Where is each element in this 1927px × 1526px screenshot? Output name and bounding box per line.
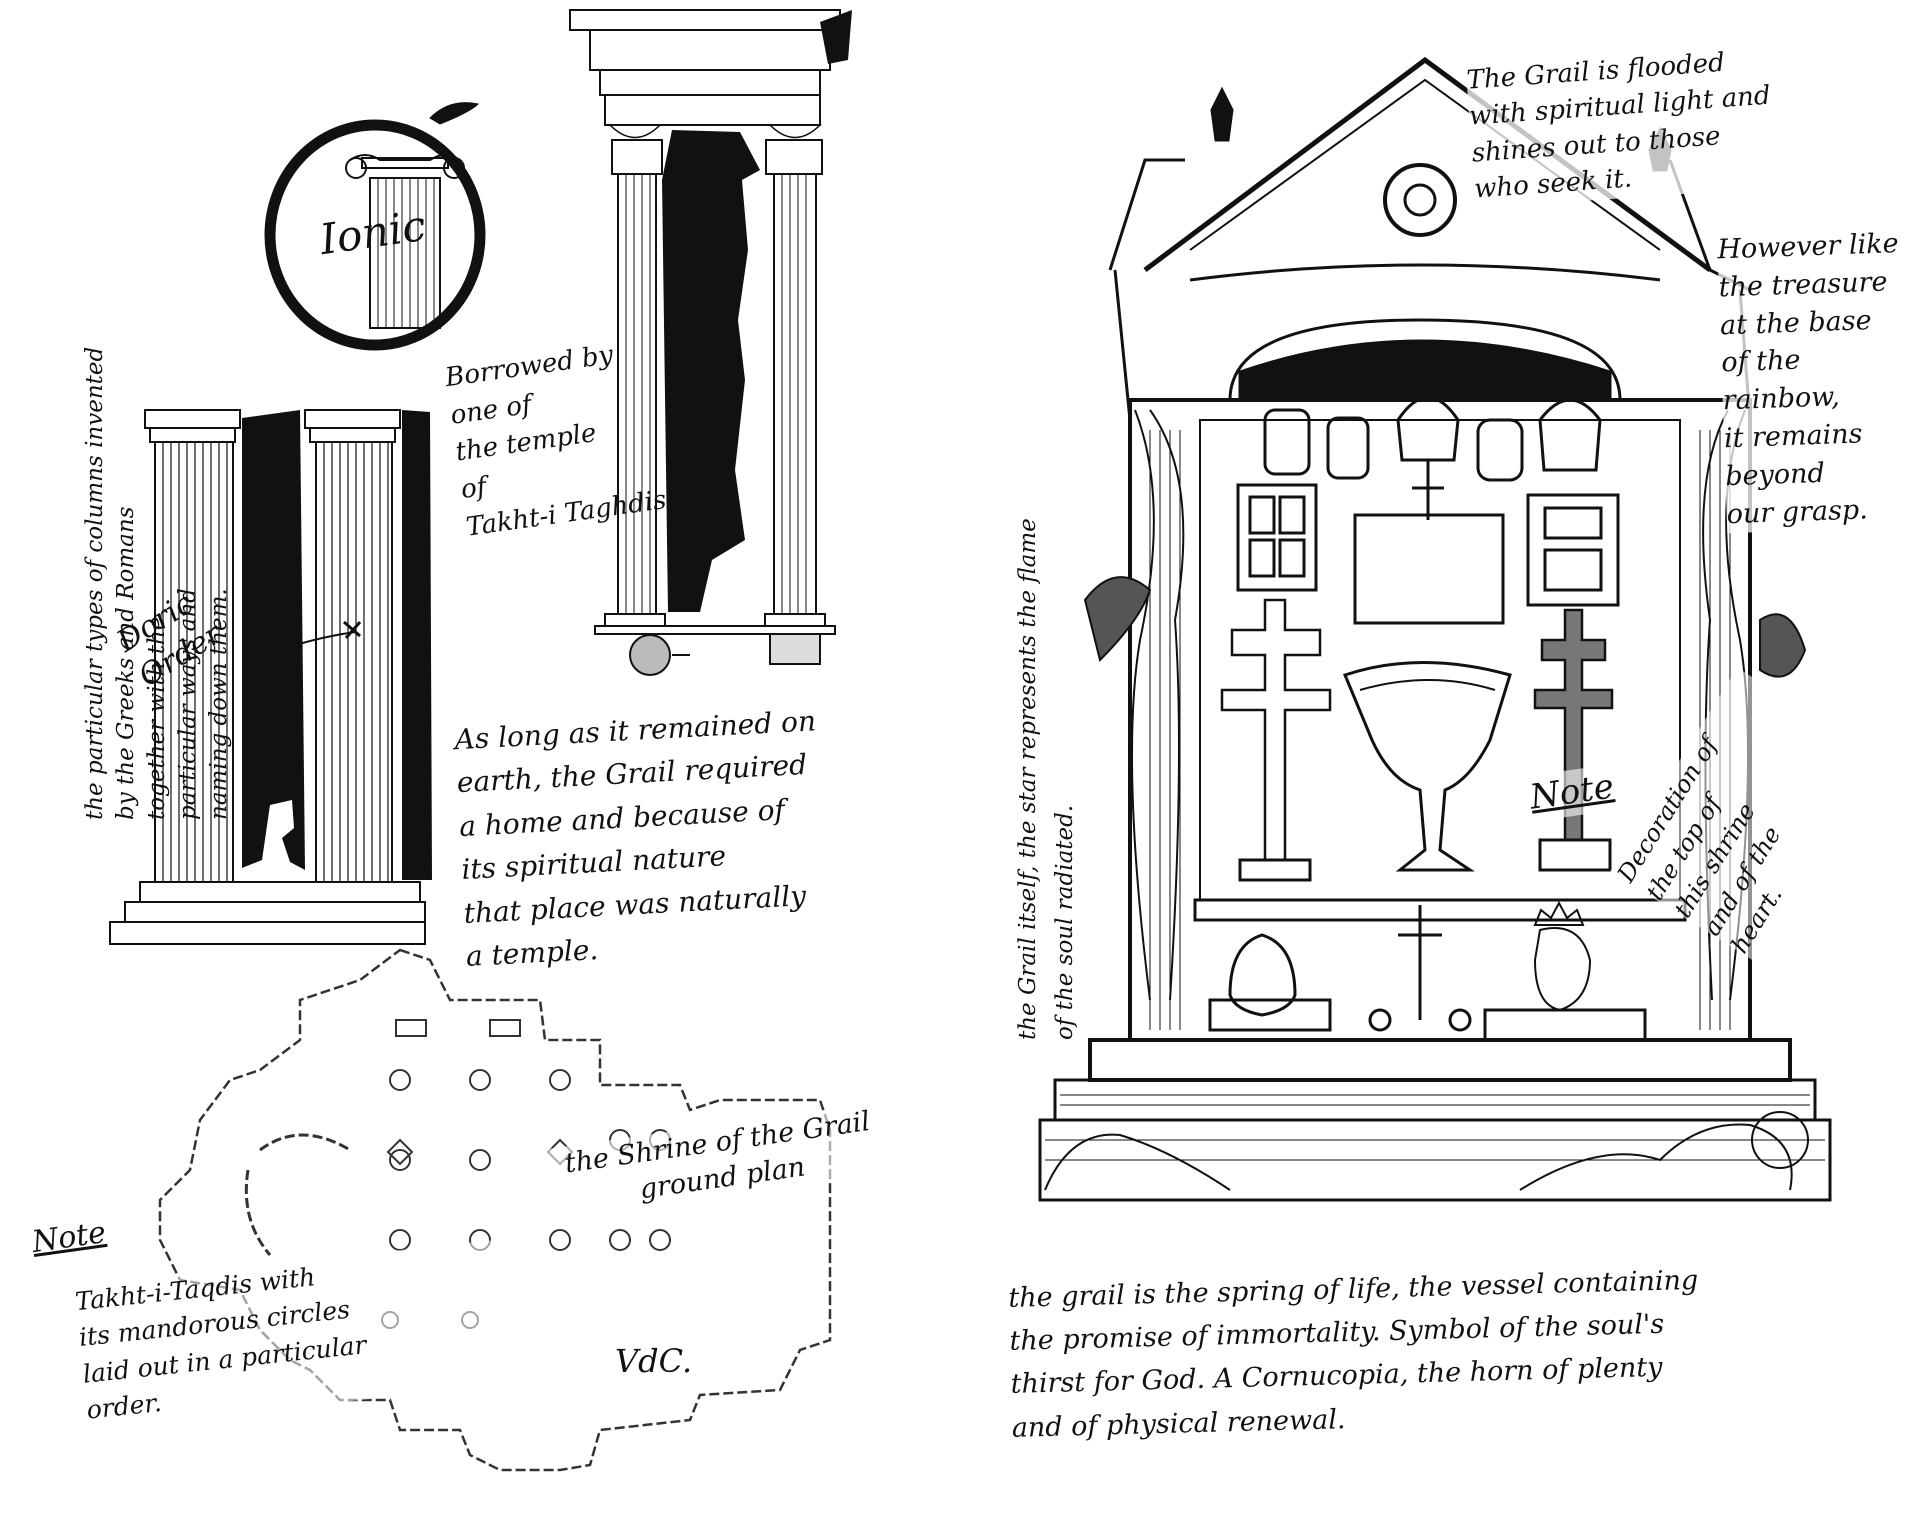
note-however: However like the treasure at the base of…: [1716, 224, 1918, 534]
corinthian-shadow: [662, 130, 760, 612]
note-as-long: As long as it remained on earth, the Gra…: [453, 704, 817, 973]
doric-pointer-line: [254, 631, 356, 661]
note-grail-vertical: the Grail itself, the star represents th…: [1015, 518, 1078, 1040]
corinthian-columns-drawing: [569, 9, 841, 676]
doric-columns-drawing: [109, 409, 426, 945]
corinthian-shadow-top: [820, 10, 852, 64]
shrine-ground-plan: [158, 948, 832, 1472]
doric-shadow-right: [402, 410, 432, 880]
doric-shadow: [242, 410, 305, 870]
ionic-capital-drawing: [264, 102, 486, 351]
note-borrowed: Borrowed by one of the temple of Takht-i…: [443, 339, 669, 543]
note-columns-vertical: the particular types of columns invented…: [82, 346, 233, 820]
note-corinthian: Corinthian Order: [702, 289, 733, 525]
note-initials: VdC.: [615, 1342, 693, 1380]
note-grail-flooded: The Grail is flooded with spiritual ligh…: [1465, 33, 1895, 209]
note-spring-of-life: the grail is the spring of life, the ves…: [1008, 1264, 1699, 1444]
